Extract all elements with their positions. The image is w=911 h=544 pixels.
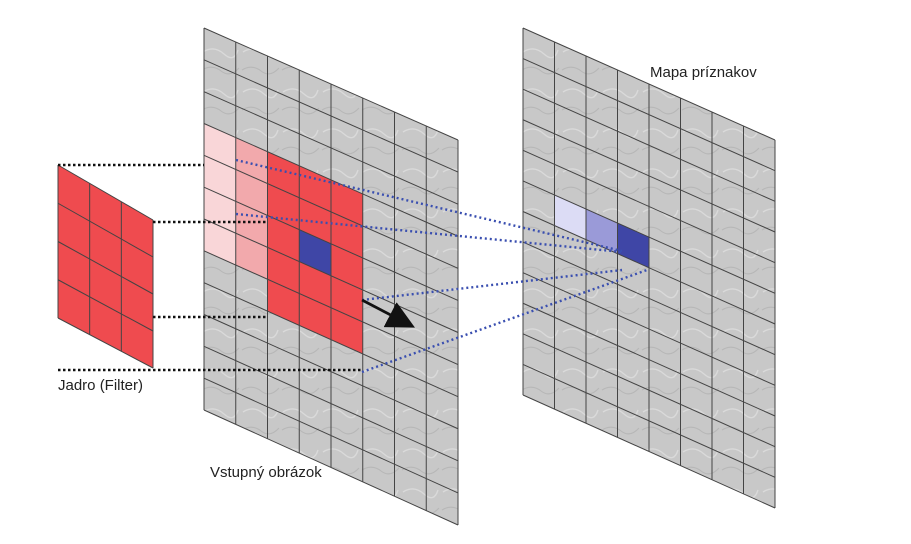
feature-connector-1 <box>235 158 623 253</box>
receptive-field-cell <box>267 183 300 230</box>
grid-line <box>522 211 776 325</box>
receptive-field-cell <box>267 151 300 198</box>
grid-line <box>522 241 776 356</box>
receptive-field-cell <box>235 137 268 184</box>
grid-line <box>57 164 154 221</box>
receptive-field-cell <box>299 261 331 308</box>
input-image-label: Vstupný obrázok <box>210 464 322 481</box>
grid-line <box>522 272 776 386</box>
grid-line <box>522 119 776 233</box>
receptive-field-cell <box>204 187 236 234</box>
grid-line <box>522 149 776 264</box>
receptive-field-cell <box>299 165 331 212</box>
grid-line <box>522 333 776 448</box>
grid-line <box>522 180 776 294</box>
receptive-field-cell <box>331 307 363 354</box>
feature-map-plane <box>522 27 776 509</box>
receptive-field-cell <box>267 247 300 294</box>
receptive-field-cell <box>299 197 331 244</box>
grid-line <box>57 241 154 295</box>
receptive-field-cell <box>204 123 236 170</box>
kernel-plane <box>57 164 154 369</box>
receptive-field-cell <box>204 219 236 266</box>
receptive-field-cell <box>331 275 363 322</box>
feature-map-label: Mapa príznakov <box>650 64 757 81</box>
receptive-field-cell <box>235 169 268 216</box>
grid-line <box>57 279 154 332</box>
grid-line <box>522 394 776 509</box>
grid-line <box>522 88 776 202</box>
center-cell <box>299 229 331 276</box>
grid-line <box>57 317 154 369</box>
receptive-field-cell <box>331 211 363 258</box>
grid-line <box>203 250 459 366</box>
grid-line <box>203 27 459 141</box>
arrow-right-icon <box>361 298 415 328</box>
receptive-field-cell <box>267 279 300 326</box>
feature-connector-4 <box>361 268 648 374</box>
grid-line <box>203 314 459 430</box>
output-cell-mid <box>586 209 618 254</box>
grid-line <box>203 91 459 205</box>
receptive-field-cell <box>331 243 363 290</box>
receptive-field-cell <box>235 233 268 280</box>
grid-line <box>203 218 459 333</box>
feature-connector-3 <box>361 268 623 302</box>
receptive-field-cell <box>299 293 331 340</box>
receptive-field-cell <box>204 155 236 202</box>
grid-line <box>203 282 459 398</box>
grid-line <box>522 363 776 478</box>
grid-line <box>203 409 459 526</box>
kernel-label: Jadro (Filter) <box>58 377 143 394</box>
grid-line <box>522 58 776 172</box>
grid-line <box>522 302 776 417</box>
output-cell <box>617 223 649 268</box>
input-image-plane <box>203 27 459 526</box>
grid-line <box>203 186 459 301</box>
connectors <box>58 158 648 374</box>
receptive-field-cell <box>331 179 363 226</box>
grid-line <box>203 345 459 462</box>
grid-line <box>203 123 459 237</box>
grid-line <box>203 59 459 173</box>
grid-line <box>522 27 776 141</box>
output-cell-light <box>554 194 586 240</box>
receptive-field-cell <box>267 215 300 262</box>
grid-line <box>203 154 459 269</box>
receptive-field-cell <box>235 201 268 248</box>
grid-line <box>57 202 154 258</box>
grid-line <box>203 377 459 494</box>
kernel-background <box>58 165 153 368</box>
